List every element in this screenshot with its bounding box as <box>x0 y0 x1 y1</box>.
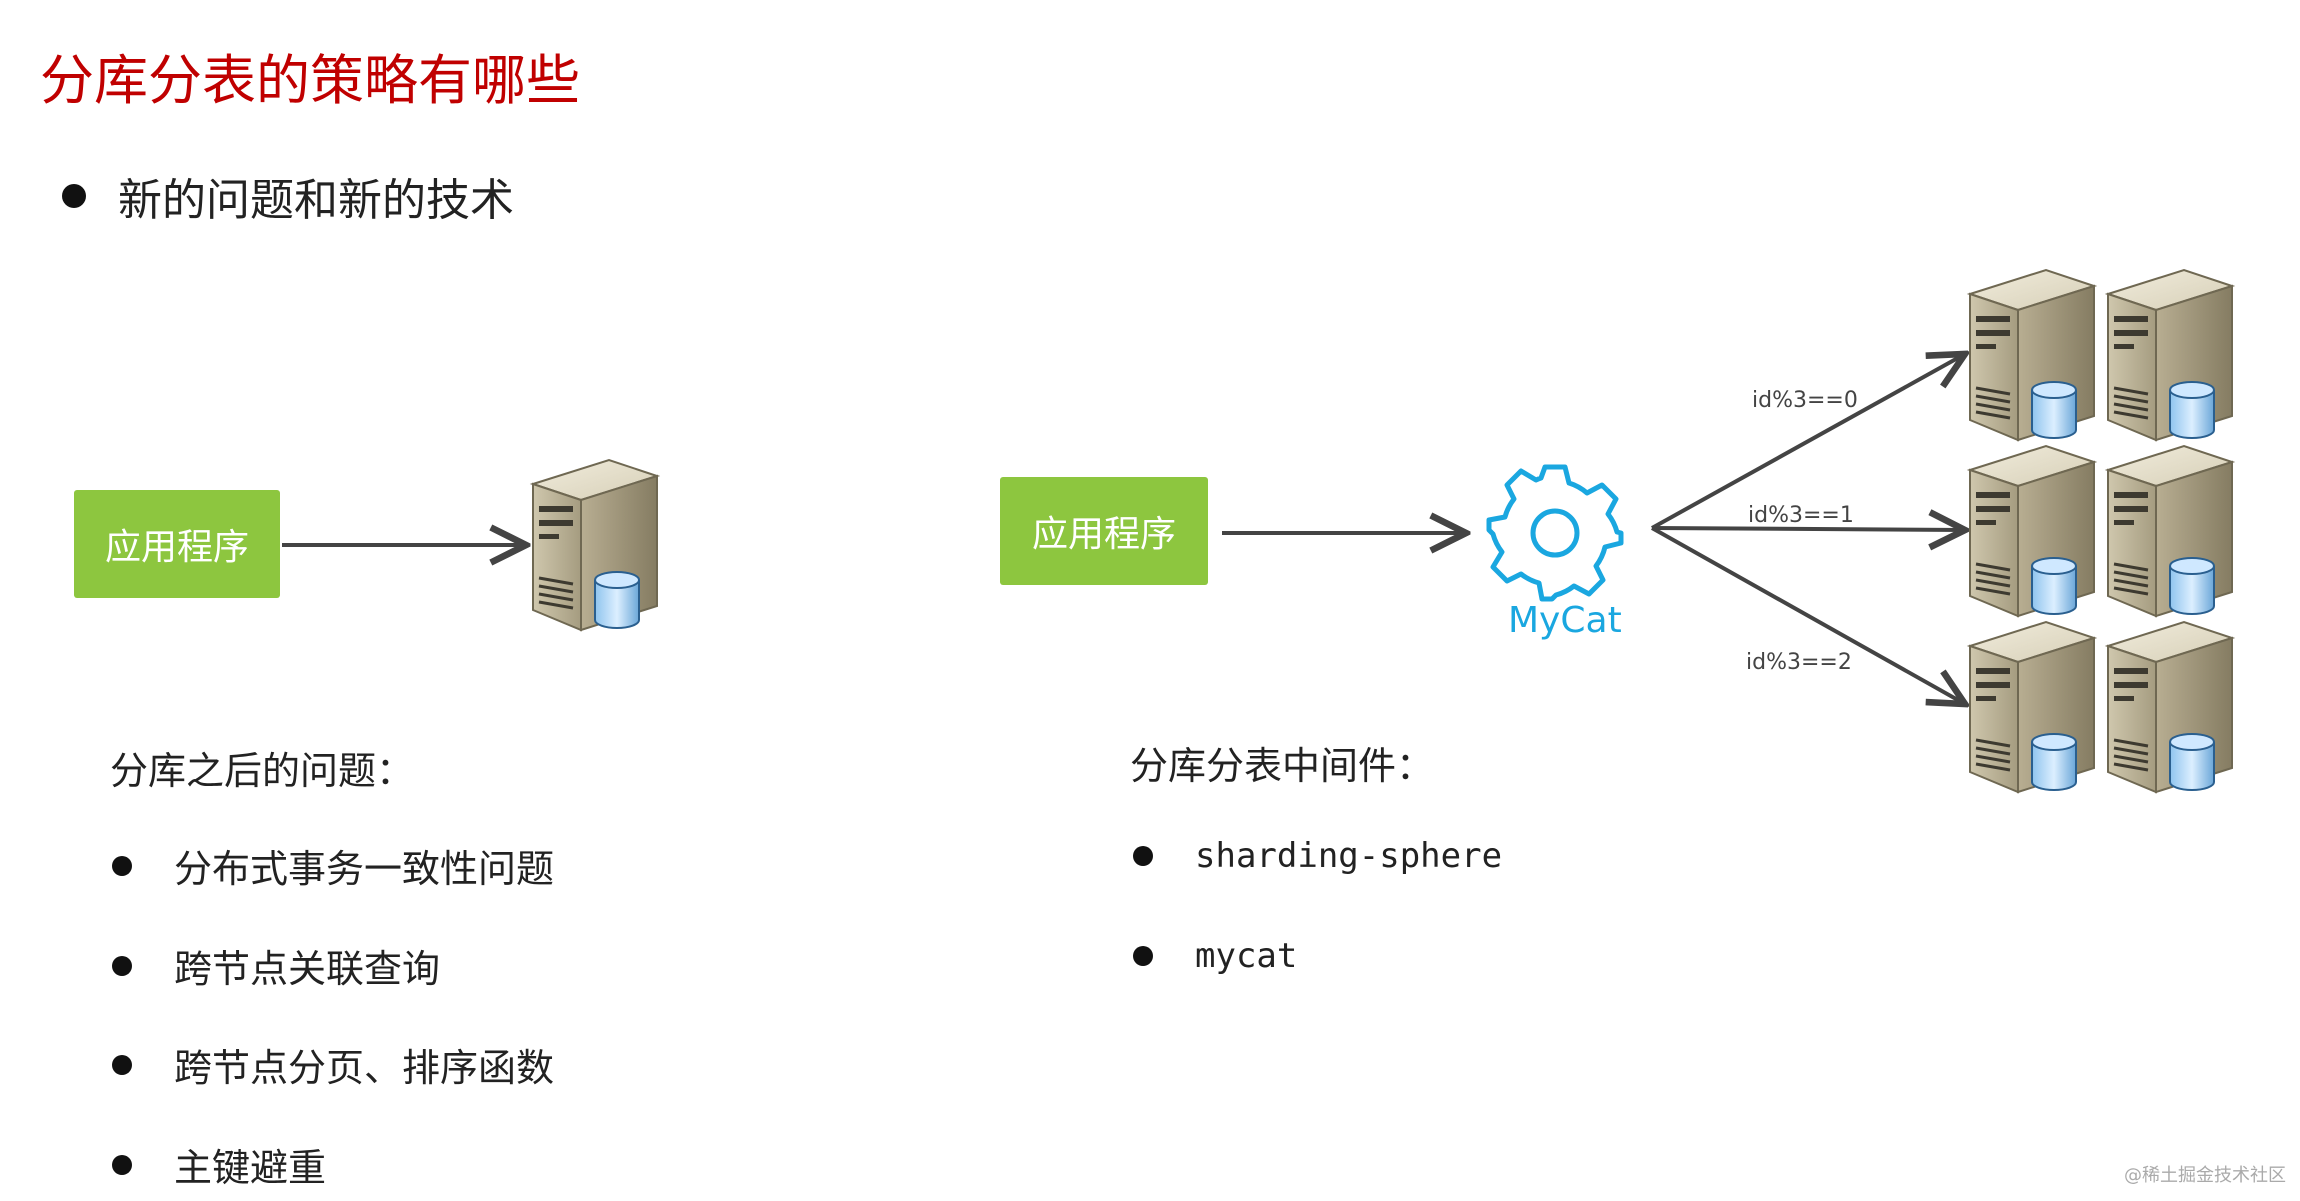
route-label-0: id%3==0 <box>1752 388 1858 413</box>
database-server-icon <box>2106 268 2234 442</box>
bullet-dot <box>112 1054 132 1075</box>
database-server-icon <box>1968 444 2096 618</box>
mycat-gear-icon <box>1486 464 1624 602</box>
route-label-1: id%3==1 <box>1748 503 1854 528</box>
app-box-right: 应用程序 <box>1000 477 1208 585</box>
bullet-dot <box>62 184 86 208</box>
list-item-text: mycat <box>1195 936 1298 976</box>
list-item-text: 跨节点分页、排序函数 <box>174 1046 555 1090</box>
list-item-text: 分布式事务一致性问题 <box>174 847 555 891</box>
list-item: sharding-sphere <box>1133 836 1502 876</box>
arrow-route-1 <box>1651 528 1965 530</box>
database-server-icon <box>2106 444 2234 618</box>
list-item: 分布式事务一致性问题 <box>112 838 554 893</box>
bullet-dot <box>112 955 132 976</box>
list-item-text: 跨节点关联查询 <box>174 947 441 991</box>
page-title: 分库分表的策略有哪些 <box>40 49 580 112</box>
database-server-icon <box>1968 268 2096 442</box>
app-label: 应用程序 <box>104 527 249 568</box>
top-bullet-text: 新的问题和新的技术 <box>118 175 514 226</box>
database-server-icon <box>2106 620 2234 794</box>
right-section-heading: 分库分表中间件： <box>1130 744 1435 788</box>
list-item: mycat <box>1133 936 1297 976</box>
list-item-text: 主键避重 <box>174 1146 327 1190</box>
list-item: 跨节点分页、排序函数 <box>112 1037 554 1092</box>
list-item: 主键避重 <box>112 1137 326 1192</box>
bullet-dot <box>112 855 132 876</box>
app-box-left: 应用程序 <box>74 490 280 598</box>
left-section-heading: 分库之后的问题： <box>110 749 415 793</box>
arrow-route-2 <box>1651 526 1965 704</box>
database-server-icon <box>531 458 659 632</box>
arrow-route-0 <box>1651 354 1965 530</box>
database-server-icon <box>1968 620 2096 794</box>
bullet-dot <box>1133 846 1153 866</box>
bullet-dot <box>112 1154 132 1175</box>
mycat-label: MyCat <box>1508 600 1622 641</box>
route-label-2: id%3==2 <box>1746 650 1852 675</box>
list-item: 跨节点关联查询 <box>112 938 440 993</box>
app-label: 应用程序 <box>1031 514 1176 555</box>
watermark: @稀土掘金技术社区 <box>2124 1165 2286 1186</box>
bullet-dot <box>1133 946 1153 966</box>
list-item-text: sharding-sphere <box>1195 836 1503 876</box>
top-bullet: 新的问题和新的技术 <box>62 164 514 228</box>
